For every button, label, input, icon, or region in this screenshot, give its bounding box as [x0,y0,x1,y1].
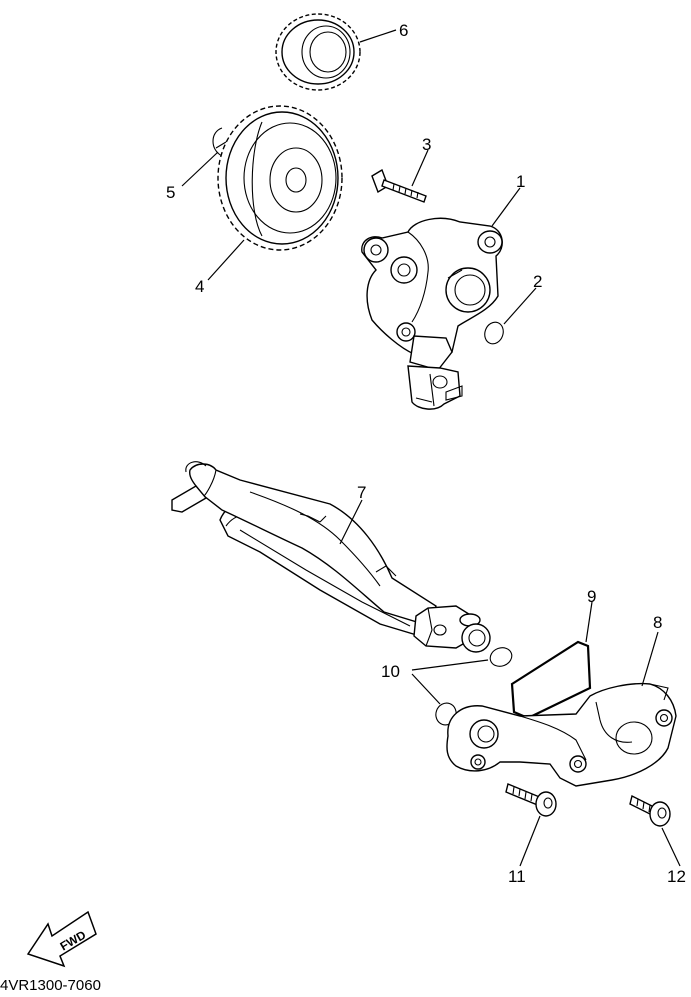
o-ring-part-2 [484,321,504,345]
bolt-part-3 [371,168,427,203]
callout-4: 4 [195,277,204,296]
callout-3: 3 [422,135,431,154]
bolt-part-11 [505,783,557,817]
large-gear-part-4 [217,105,343,251]
oil-pump-part-1 [361,217,503,410]
figure-code: 4VR1300-7060 [0,977,101,992]
callout-5: 5 [166,183,175,202]
callout-7: 7 [357,483,366,502]
gasket-part-9 [510,640,592,720]
cover-part-8 [446,682,677,787]
oil-pipe-part-7 [171,461,491,653]
leader-lines [181,29,681,867]
callout-6: 6 [399,21,408,40]
callout-1: 1 [516,172,525,191]
fwd-arrow-icon: FWD [26,910,97,968]
callout-2: 2 [533,272,542,291]
callout-labels: 6 5 4 3 1 2 7 9 8 10 11 12 [166,21,686,886]
callout-8: 8 [653,613,662,632]
bolt-part-12 [629,794,671,827]
callout-12: 12 [667,867,686,886]
callout-11: 11 [508,867,526,886]
callout-10: 10 [381,662,400,681]
callout-9: 9 [587,587,596,606]
small-gear-part-6 [275,13,361,91]
